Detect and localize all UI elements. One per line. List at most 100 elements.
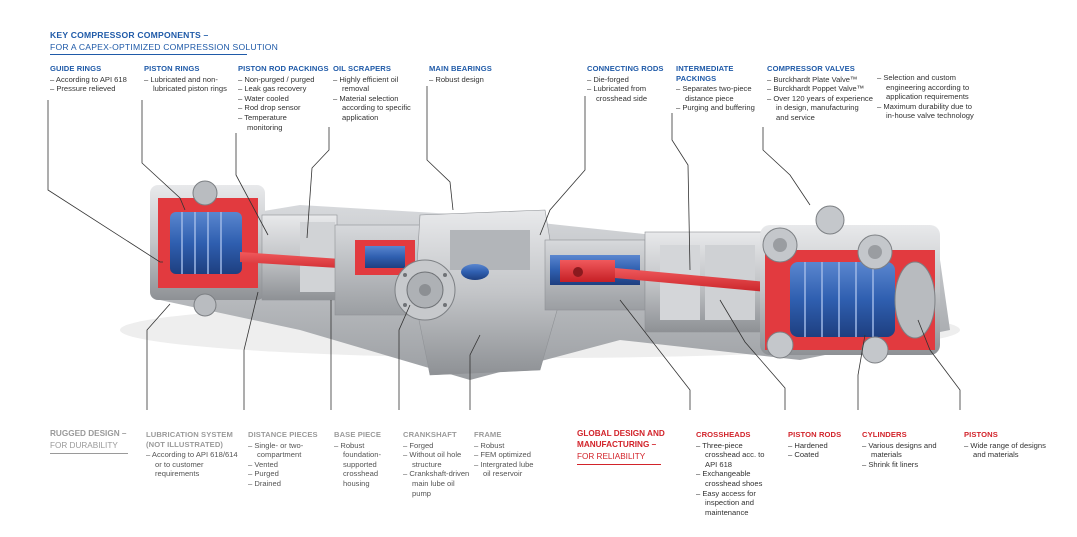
- label-line: distance piece: [685, 93, 734, 103]
- label-line: – Robust: [474, 440, 505, 450]
- label-line: – Purged: [248, 469, 279, 479]
- label-title: COMPRESSOR VALVES: [767, 64, 855, 73]
- label-title: FRAME: [474, 430, 502, 439]
- label-line: – Over 120 years of experience: [767, 93, 873, 103]
- rugged-underline: [50, 453, 128, 454]
- label-title: PISTON RODS: [788, 430, 842, 439]
- label-line: – Single- or two-: [248, 440, 304, 450]
- label-line: supported: [343, 459, 377, 469]
- label-line: – Highly efficient oil: [333, 74, 399, 84]
- label-line: – Without oil hole: [403, 450, 462, 460]
- right-piston-rod: [615, 268, 800, 295]
- label-base-piece: BASE PIECE – Robust foundation- supporte…: [334, 430, 381, 489]
- label-line: monitoring: [247, 122, 283, 132]
- label-line: – Separates two-piece: [676, 84, 752, 94]
- label-line: – Robust design: [429, 74, 484, 84]
- label-guide-rings: GUIDE RINGS – According to API 618 – Pre…: [50, 64, 127, 94]
- label-line: oil reservoir: [483, 469, 523, 479]
- label-line: – According to API 618: [50, 74, 127, 84]
- label-piston-rings: PISTON RINGS – Lubricated and non- lubri…: [144, 64, 227, 94]
- label-frame: FRAME – Robust – FEM optimized – Intergr…: [474, 430, 534, 479]
- label-pistons: PISTONS – Wide range of designs and mate…: [964, 430, 1046, 460]
- left-cylinder: [150, 180, 265, 317]
- label-title: INTERMEDIATE: [676, 64, 734, 73]
- global-design-subtitle: FOR RELIABILITY: [577, 452, 646, 461]
- label-title: CROSSHEADS: [696, 430, 751, 439]
- label-main-bearings: MAIN BEARINGS – Robust design: [429, 64, 492, 84]
- label-lubrication-system: LUBRICATION SYSTEM (NOT ILLUSTRATED) – A…: [146, 430, 238, 479]
- label-line: or to customer: [155, 459, 204, 469]
- label-line: – Die-forged: [587, 74, 629, 84]
- label-line: lubricated piston rings: [153, 84, 227, 94]
- label-line: foundation-: [343, 450, 381, 460]
- label-title-line2: (NOT ILLUSTRATED): [146, 439, 224, 449]
- label-line: – Lubricated from: [587, 84, 647, 94]
- label-line: crosshead: [343, 469, 379, 479]
- label-line: – Coated: [788, 450, 819, 460]
- label-line: – Temperature: [238, 112, 287, 122]
- label-line: – Three-piece: [696, 440, 743, 450]
- label-line: – According to API 618/614: [146, 450, 238, 460]
- label-title: OIL SCRAPERS: [333, 64, 392, 73]
- label-line: – Hardened: [788, 440, 828, 450]
- label-line: – Easy access for: [696, 488, 756, 498]
- label-line: – Pressure relieved: [50, 84, 116, 94]
- label-line: – Burckhardt Poppet Valve™: [767, 84, 865, 94]
- label-line: housing: [343, 478, 370, 488]
- label-line: – Purging and buffering: [676, 103, 755, 113]
- label-line: main lube oil: [412, 478, 455, 488]
- label-title: CONNECTING RODS: [587, 64, 664, 73]
- label-line: application requirements: [886, 92, 969, 102]
- label-distance-pieces: DISTANCE PIECES – Single- or two- compar…: [248, 430, 318, 489]
- label-line: – Vented: [248, 459, 278, 469]
- label-line: – Non-purged / purged: [238, 74, 315, 84]
- label-title: CRANKSHAFT: [403, 430, 457, 439]
- label-line: in design, manufacturing: [776, 103, 859, 113]
- label-title: MAIN BEARINGS: [429, 64, 492, 73]
- label-line: – Selection and custom: [877, 73, 956, 82]
- label-line: crosshead side: [596, 93, 648, 103]
- label-connecting-rods: CONNECTING RODS – Die-forged – Lubricate…: [587, 64, 664, 103]
- label-line: – Lubricated and non-: [144, 74, 218, 84]
- label-line: crosshead shoes: [705, 478, 763, 488]
- page-subtitle: FOR A CAPEX-OPTIMIZED COMPRESSION SOLUTI…: [50, 42, 279, 52]
- label-line: inspection and: [705, 498, 754, 508]
- global-design-title-1: GLOBAL DESIGN AND: [577, 429, 665, 438]
- label-line: – Exchangeable: [696, 469, 751, 479]
- label-title: DISTANCE PIECES: [248, 430, 318, 439]
- label-line: in-house valve technology: [886, 111, 974, 121]
- label-title: PISTONS: [964, 430, 998, 439]
- label-line: API 618: [705, 459, 733, 469]
- label-line: pump: [412, 488, 431, 498]
- label-line: according to specific: [342, 103, 411, 113]
- label-intermediate-packings: INTERMEDIATE PACKINGS – Separates two-pi…: [676, 64, 755, 113]
- label-line: – Robust: [334, 440, 365, 450]
- label-title: PISTON ROD PACKINGS: [238, 64, 329, 73]
- label-cylinders: CYLINDERS – Various designs and material…: [862, 430, 937, 469]
- label-line: – Wide range of designs: [964, 440, 1046, 450]
- label-line: – Shrink fit liners: [862, 459, 919, 469]
- label-line: – Burckhardt Plate Valve™: [767, 74, 858, 84]
- label-piston-rods: PISTON RODS – Hardened – Coated: [788, 430, 841, 460]
- label-title: GUIDE RINGS: [50, 64, 102, 73]
- label-line: and service: [776, 112, 815, 122]
- label-title: CYLINDERS: [862, 430, 907, 439]
- rugged-design-subtitle: FOR DURABILITY: [50, 441, 118, 450]
- label-line: – Various designs and: [862, 440, 937, 450]
- label-compressor-valves-cont: – Selection and custom engineering accor…: [877, 73, 974, 121]
- label-line: – FEM optimized: [474, 450, 531, 460]
- label-title: LUBRICATION SYSTEM: [146, 430, 233, 439]
- label-line: requirements: [155, 469, 200, 479]
- label-line: – Rod drop sensor: [238, 103, 301, 113]
- label-piston-rod-packings: PISTON ROD PACKINGS – Non-purged / purge…: [238, 64, 329, 132]
- label-line: maintenance: [705, 507, 749, 517]
- label-title: PISTON RINGS: [144, 64, 200, 73]
- global-underline: [577, 464, 661, 465]
- right-cylinder: [760, 205, 940, 364]
- label-line: crosshead acc. to: [705, 450, 765, 460]
- label-line: structure: [412, 459, 442, 469]
- label-oil-scrapers: OIL SCRAPERS – Highly efficient oil remo…: [333, 64, 411, 123]
- label-crankshaft: CRANKSHAFT – Forged – Without oil hole s…: [403, 430, 469, 498]
